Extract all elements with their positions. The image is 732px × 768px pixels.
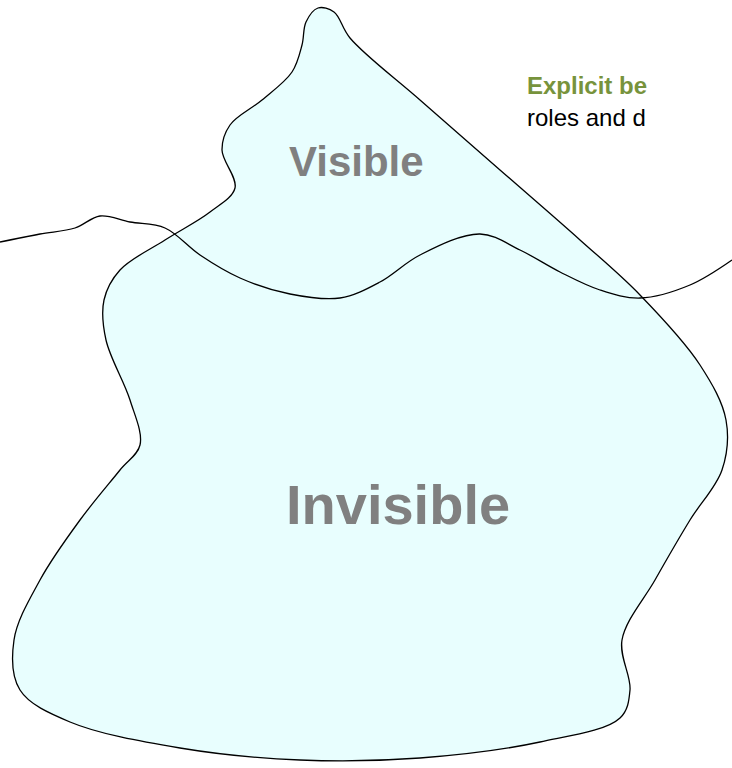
body-note: roles and d bbox=[527, 104, 646, 132]
region-label: Invisible bbox=[286, 473, 510, 537]
iceberg-outline bbox=[13, 8, 728, 761]
heading-note: Explicit be bbox=[527, 72, 647, 100]
region-label: Visible bbox=[289, 138, 424, 186]
